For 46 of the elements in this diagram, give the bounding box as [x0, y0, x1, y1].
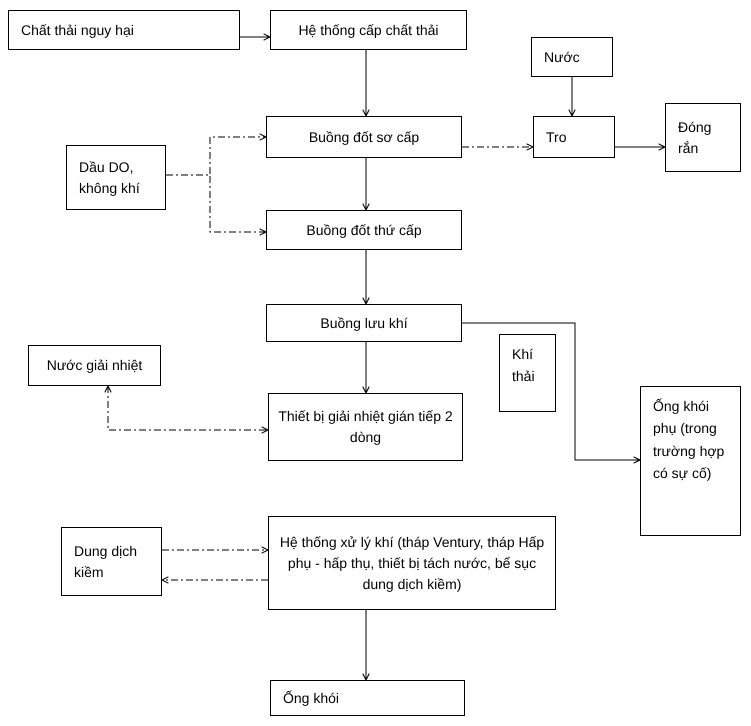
box-text: Tro	[546, 128, 566, 146]
box-text: Dầu DO, không khí	[79, 158, 141, 198]
box-text: Ống khói	[283, 688, 340, 708]
arrow	[614, 143, 666, 151]
arrow	[166, 174, 267, 236]
arrow	[568, 76, 576, 117]
arrow	[362, 250, 370, 305]
box-text: Nước giải nhiệt	[46, 356, 142, 375]
arrow	[162, 546, 269, 554]
process-box	[531, 37, 613, 77]
arrow	[462, 322, 641, 464]
process-box	[66, 145, 166, 210]
arrow	[462, 143, 534, 151]
box-text: Hệ thống cấp chất thải	[298, 20, 439, 40]
box-text: Đóng rắn	[678, 118, 712, 158]
process-box	[61, 527, 162, 596]
process-box	[266, 304, 462, 342]
process-box	[499, 334, 556, 412]
box-text: Buồng đốt sơ cấp	[308, 128, 420, 147]
box-text: Ống khói phụ (trong trường hợp có sự cố)	[653, 397, 726, 484]
arrow	[161, 576, 268, 584]
process-box	[270, 10, 467, 50]
process-box	[665, 103, 741, 172]
process-box	[268, 516, 556, 610]
box-text: Chất thải nguy hại	[21, 20, 134, 40]
arrow	[362, 342, 370, 394]
arrow	[362, 610, 370, 681]
process-box	[533, 116, 615, 158]
process-box	[270, 680, 465, 716]
arrow	[104, 385, 269, 434]
box-text: Hệ thống xử lý khí (tháp Ventury, tháp Hấp phụ - hấp thụ, thiết bị tách nước, bể sục dung dịch kiềm)	[278, 532, 546, 594]
box-text: Buồng lưu khí	[320, 314, 408, 333]
process-box	[640, 386, 741, 536]
box-text: Khí thải	[512, 345, 536, 386]
box-text: Dung dịch kiềm	[74, 542, 138, 582]
process-box	[266, 210, 462, 250]
process-box	[8, 10, 240, 50]
process-box	[28, 345, 161, 386]
box-text: Nước	[544, 48, 580, 66]
box-text: Thiết bị giải nhiệt gián tiếp 2 dòng	[277, 407, 454, 447]
arrow	[362, 158, 370, 211]
process-box	[266, 116, 462, 158]
process-box	[268, 393, 463, 461]
box-text: Buồng đốt thứ cấp	[306, 220, 422, 240]
arrow	[362, 50, 370, 117]
arrow	[240, 33, 271, 41]
